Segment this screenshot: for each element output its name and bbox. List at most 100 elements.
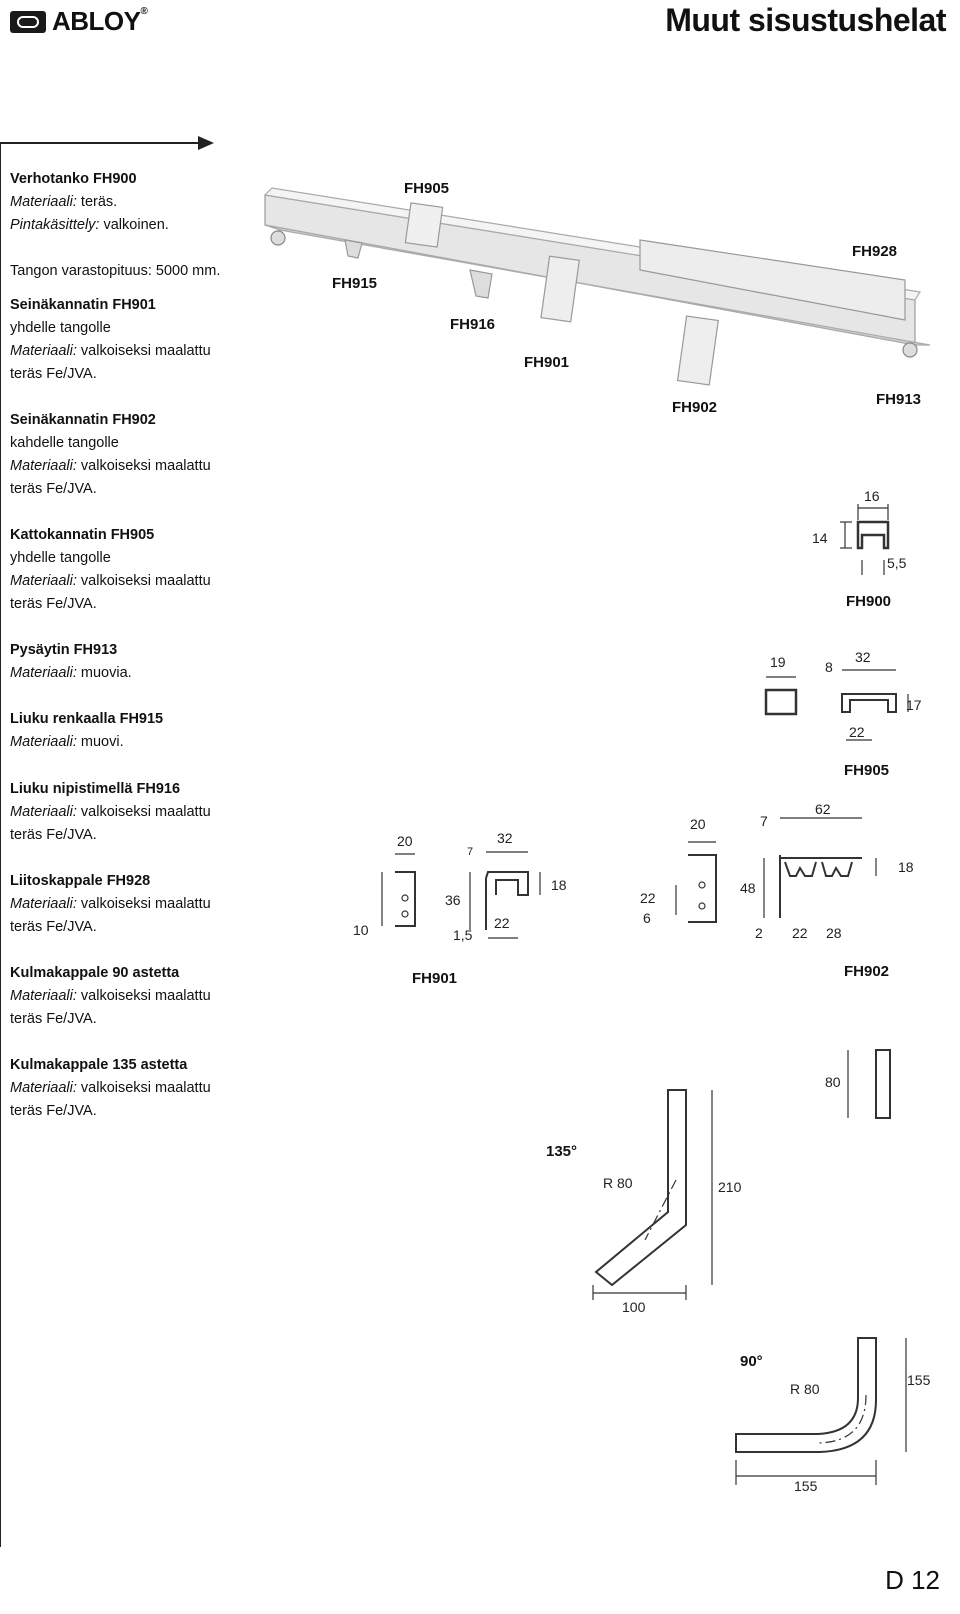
- spec-heading: Verhotanko FH900: [10, 171, 137, 187]
- spec-text: valkoiseksi maalattu: [76, 804, 211, 820]
- spec-heading: Seinäkannatin FH901: [10, 297, 156, 313]
- dim-22c: 22: [640, 890, 656, 906]
- spec-label: Materiaali:: [10, 1080, 77, 1096]
- label-fh905: FH905: [404, 180, 449, 197]
- dim-6: 6: [643, 910, 651, 926]
- spec-label: Materiaali:: [10, 194, 77, 210]
- spec-text: teräs Fe/JVA.: [10, 1103, 97, 1119]
- dim-14: 14: [812, 530, 828, 546]
- spec-label: Pintakäsittely:: [10, 217, 100, 233]
- drawing-label-fh901: FH901: [412, 970, 457, 987]
- dim-28: 28: [826, 925, 842, 941]
- page-number: D 12: [885, 1565, 940, 1595]
- label-fh901: FH901: [524, 354, 569, 371]
- spec-line: Materiaali: valkoiseksi maalattu: [10, 570, 211, 593]
- dim-r80b: R 80: [790, 1381, 820, 1397]
- spec-label: Materiaali:: [10, 804, 77, 820]
- spec-heading: Seinäkannatin FH902: [10, 412, 156, 428]
- dim-22d: 22: [792, 925, 808, 941]
- spec-label: Materiaali:: [10, 896, 77, 912]
- section-rule: [0, 142, 200, 144]
- dim-2: 2: [755, 925, 763, 941]
- dim-155v: 155: [907, 1372, 931, 1388]
- spec-line: teräs Fe/JVA.: [10, 916, 211, 939]
- spec-text: valkoiseksi maalattu: [76, 988, 211, 1004]
- label-fh915: FH915: [332, 275, 377, 292]
- fh901-drawing: [381, 851, 541, 939]
- spec-line: Materiaali: valkoiseksi maalattu: [10, 1077, 211, 1100]
- spec-label: Materiaali:: [10, 988, 77, 1004]
- spec-text: teräs Fe/JVA.: [10, 827, 97, 843]
- spec-label: Materiaali:: [10, 573, 77, 589]
- dim-18: 18: [551, 877, 567, 893]
- fh905-drawing: [764, 669, 909, 741]
- dim-19: 19: [770, 654, 786, 670]
- spec-line: teräs Fe/JVA.: [10, 478, 211, 501]
- dim-7: 7: [467, 846, 473, 858]
- spec-line: Tangon varastopituus: 5000 mm.: [10, 260, 220, 283]
- drawing-label-fh900: FH900: [846, 593, 891, 610]
- spec-heading: Liitoskappale FH928: [10, 873, 151, 889]
- dim-8: 8: [825, 659, 833, 675]
- label-fh902: FH902: [672, 399, 717, 416]
- dim-16: 16: [864, 488, 880, 504]
- spec-line: Materiaali: valkoiseksi maalattu: [10, 985, 211, 1008]
- dim-80: 80: [825, 1074, 841, 1090]
- spec-line: Materiaali: valkoiseksi maalattu: [10, 893, 211, 916]
- spec-text: teräs.: [76, 194, 118, 210]
- fh900-profile: [840, 504, 890, 575]
- dim-5-5: 5,5: [887, 555, 907, 571]
- spec-line: yhdelle tangolle: [10, 547, 211, 570]
- spec-text: teräs Fe/JVA.: [10, 481, 97, 497]
- label-fh928: FH928: [852, 243, 897, 260]
- label-fh916: FH916: [450, 316, 495, 333]
- spec-line: Materiaali: muovi.: [10, 731, 163, 754]
- spec-label: Materiaali:: [10, 458, 77, 474]
- spec-label: Materiaali:: [10, 665, 77, 681]
- spec-text: muovi.: [76, 734, 124, 750]
- spec-line: Materiaali: valkoiseksi maalattu: [10, 801, 211, 824]
- dim-62: 62: [815, 801, 831, 817]
- spec-text: valkoiseksi maalattu: [76, 1080, 211, 1096]
- dim-100: 100: [622, 1299, 646, 1315]
- spec-text: yhdelle tangolle: [10, 550, 111, 566]
- drawing-label-fh902: FH902: [844, 963, 889, 980]
- spec-line: teräs Fe/JVA.: [10, 824, 211, 847]
- spec-text: valkoiseksi maalattu: [76, 343, 211, 359]
- spec-label: Materiaali:: [10, 734, 77, 750]
- label-fh913: FH913: [876, 391, 921, 408]
- spec-heading: Kulmakappale 135 astetta: [10, 1057, 188, 1073]
- dim-210: 210: [718, 1179, 742, 1195]
- spec-line: teräs Fe/JVA.: [10, 593, 211, 616]
- spec-text: teräs Fe/JVA.: [10, 1011, 97, 1027]
- dim-17: 17: [906, 697, 922, 713]
- dim-32: 32: [855, 649, 871, 665]
- spec-line: teräs Fe/JVA.: [10, 1100, 211, 1123]
- angle-90: 90°: [740, 1353, 763, 1370]
- spec-text: valkoiseksi maalattu: [76, 573, 211, 589]
- spec-text: valkoiseksi maalattu: [76, 896, 211, 912]
- abloy-logo: ABLOY®: [10, 6, 148, 37]
- drawing-label-fh905: FH905: [844, 762, 889, 779]
- dim-r80: R 80: [603, 1175, 633, 1191]
- dim-1-5: 1,5: [453, 927, 473, 943]
- angle-135: 135°: [546, 1143, 577, 1160]
- dim-20b: 20: [690, 816, 706, 832]
- spec-label: Materiaali:: [10, 343, 77, 359]
- spec-line: Materiaali: valkoiseksi maalattu: [10, 340, 211, 363]
- spec-line: teräs Fe/JVA.: [10, 363, 211, 386]
- spec-heading: Kulmakappale 90 astetta: [10, 965, 180, 981]
- dim-18b: 18: [898, 859, 914, 875]
- spec-heading: Liuku nipistimellä FH916: [10, 781, 181, 797]
- margin-line: [0, 142, 1, 1547]
- spec-text: valkoiseksi maalattu: [76, 458, 211, 474]
- spec-text: Tangon varastopituus: 5000 mm.: [10, 263, 221, 279]
- spec-heading: Pysäytin FH913: [10, 642, 118, 658]
